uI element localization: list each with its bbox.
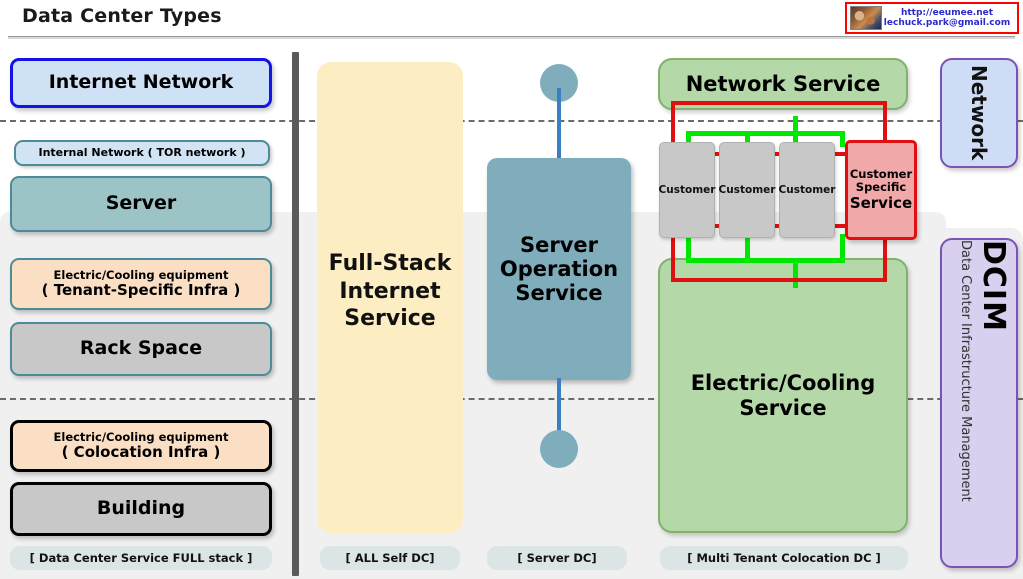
red-wire-upper-left [671, 101, 675, 156]
box-electric-cooling-tenant-line2: ( Tenant-Specific Infra ) [41, 280, 241, 299]
box-customer-2[interactable]: Customer [719, 142, 775, 238]
header-divider [8, 36, 1015, 39]
server-op-line3: Service [515, 281, 603, 306]
box-customer-3[interactable]: Customer [779, 142, 835, 238]
layer-divider-lower [0, 398, 1023, 400]
green-wire-lower-drop-3 [840, 234, 845, 262]
box-server-label: Server [105, 192, 177, 215]
full-stack-line1: Full-Stack [328, 251, 452, 276]
box-electric-cooling-colocation-line1: Electric/Cooling equipment [53, 429, 229, 444]
server-op-line2: Operation [499, 256, 619, 281]
contact-text-lines: http://eeumee.net lechuck.park@gmail.com [882, 8, 1014, 28]
server-op-line1: Server [519, 232, 598, 257]
caption-all-self-dc: [ ALL Self DC] [320, 546, 460, 570]
bar-network-label: Network [967, 65, 991, 161]
box-internet-network-label: Internet Network [48, 71, 234, 94]
green-wire-upper-bus-right [793, 131, 845, 136]
box-electric-cooling-service-line1: Electric/Cooling [690, 371, 876, 396]
column-all-self-dc-background[interactable] [317, 62, 463, 533]
box-building-label: Building [96, 497, 186, 520]
box-customer-1-label: Customer [658, 184, 716, 196]
box-server[interactable]: Server [10, 176, 272, 232]
box-customer-3-label: Customer [778, 184, 836, 196]
box-customer-specific-service[interactable]: Customer Specific Service [845, 140, 917, 240]
photo-thumbnail-icon [850, 6, 882, 30]
green-wire-lower-drop-1 [686, 234, 691, 262]
box-internet-network[interactable]: Internet Network [10, 58, 272, 108]
box-electric-cooling-colocation-line2: ( Colocation Infra ) [61, 442, 221, 461]
box-customer-1[interactable]: Customer [659, 142, 715, 238]
bar-dcim-full-label: Data Center Infrastructure Management [958, 240, 973, 502]
page-title: Data Center Types [22, 5, 222, 27]
label-full-stack-internet-service: Full-Stack Internet Service [317, 250, 463, 333]
contact-badge: http://eeumee.net lechuck.park@gmail.com [845, 2, 1019, 34]
customer-specific-line1: Customer [849, 167, 913, 182]
green-wire-lower-bus [686, 258, 845, 263]
red-wire-lower-bottom [671, 278, 887, 282]
box-electric-cooling-service[interactable]: Electric/Cooling Service [658, 258, 908, 533]
green-wire-upper-drop-1 [686, 131, 691, 147]
box-network-service-label: Network Service [685, 71, 881, 96]
box-electric-cooling-colocation[interactable]: Electric/Cooling equipment ( Colocation … [10, 420, 272, 472]
green-wire-upper-bus-left [686, 131, 798, 136]
box-server-operation-service[interactable]: Server Operation Service [487, 158, 631, 380]
box-rack-space-label: Rack Space [79, 337, 203, 360]
box-internal-network[interactable]: Internal Network ( TOR network ) [14, 140, 270, 166]
column-divider [292, 52, 299, 576]
contact-email[interactable]: lechuck.park@gmail.com [883, 18, 1011, 28]
red-wire-lower-left [671, 224, 675, 282]
green-wire-upper-drop-3 [840, 131, 845, 147]
server-op-bottom-node-icon [540, 430, 578, 468]
bar-dcim-abbrev-label: DCIM [976, 240, 1011, 332]
customer-specific-line2: Specific [855, 180, 907, 195]
caption-multi-tenant-dc: [ Multi Tenant Colocation DC ] [660, 546, 908, 570]
red-wire-upper-top [671, 101, 887, 105]
layer-divider-upper [0, 120, 1023, 122]
full-stack-line2: Internet [339, 278, 441, 304]
caption-server-dc: [ Server DC] [487, 546, 627, 570]
bar-dcim-content: Data Center Infrastructure Management DC… [942, 240, 1016, 566]
box-electric-cooling-tenant-line1: Electric/Cooling equipment [53, 267, 229, 282]
green-wire-lower-drop-2 [745, 234, 750, 262]
red-wire-upper-right [883, 101, 887, 143]
box-electric-cooling-service-line2: Service [739, 395, 827, 420]
server-op-top-connector [557, 88, 561, 160]
box-internal-network-label: Internal Network ( TOR network ) [38, 145, 246, 159]
red-wire-lower-right [883, 238, 887, 282]
full-stack-line3: Service [344, 306, 436, 331]
bar-dcim[interactable]: Data Center Infrastructure Management DC… [940, 238, 1018, 568]
bar-network[interactable]: Network [940, 58, 1018, 168]
contact-url[interactable]: http://eeumee.net [900, 7, 994, 18]
box-electric-cooling-tenant[interactable]: Electric/Cooling equipment ( Tenant-Spec… [10, 258, 272, 310]
box-building[interactable]: Building [10, 482, 272, 536]
green-wire-lower-trunk [793, 258, 798, 288]
box-rack-space[interactable]: Rack Space [10, 322, 272, 376]
green-wire-upper-drop-2 [745, 131, 750, 147]
caption-full-stack: [ Data Center Service FULL stack ] [10, 546, 272, 570]
customer-specific-line3: Service [849, 193, 913, 212]
server-op-bottom-connector [557, 378, 561, 438]
box-customer-2-label: Customer [718, 184, 776, 196]
